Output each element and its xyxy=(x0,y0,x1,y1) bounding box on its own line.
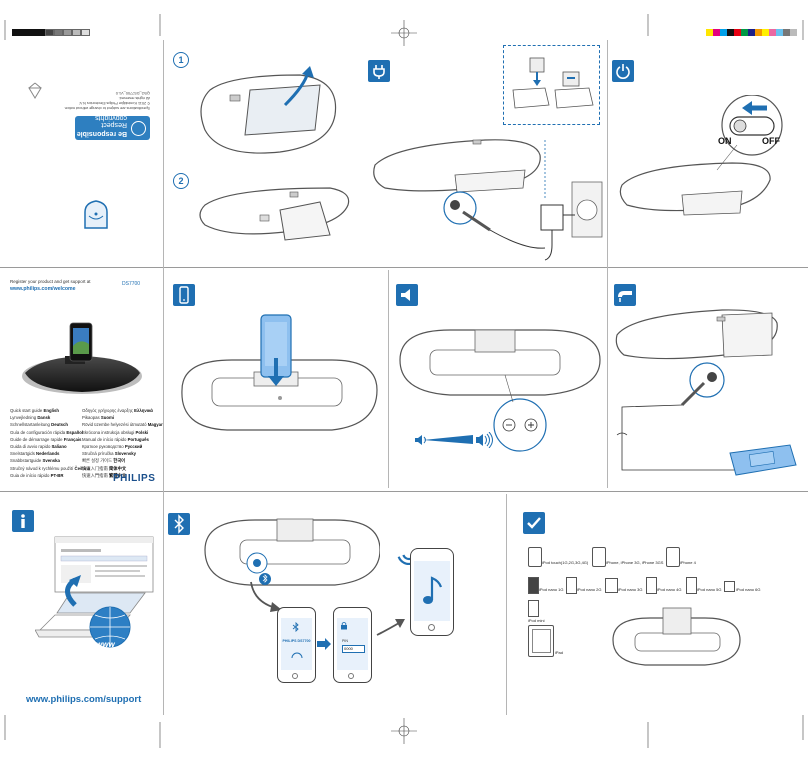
power-plug-icon xyxy=(373,65,385,79)
bluetooth-icon xyxy=(174,514,184,534)
aux-plug-icon xyxy=(618,291,632,302)
fold-line-bottom xyxy=(0,491,808,492)
ipad-icon xyxy=(528,625,554,657)
music-note-icon xyxy=(423,576,443,604)
volume-control-illustration xyxy=(399,329,601,452)
fine-print: Specifications are subject to change wit… xyxy=(63,91,150,110)
ipod-mini-icon xyxy=(528,600,539,617)
ipod-nano-2g-icon xyxy=(566,577,577,594)
ipod-touch-icon xyxy=(528,547,542,567)
ipod-nano-5g-icon xyxy=(686,577,697,594)
power-plug-tab xyxy=(368,60,390,82)
remote-battery-open-illustration xyxy=(200,66,337,154)
home-button xyxy=(348,673,354,679)
pin-label: PIN xyxy=(342,639,348,643)
home-button xyxy=(292,673,298,679)
phone-screen xyxy=(414,561,450,621)
step-1-badge: 1 xyxy=(173,52,189,68)
copyrights-text: Respect copyrights xyxy=(95,114,127,128)
power-off-label: OFF xyxy=(762,136,780,146)
volume-low-icon xyxy=(415,435,426,445)
dock-iphone-illustration xyxy=(181,314,378,431)
model-number: DS7700 xyxy=(122,281,141,287)
phone-screen: PIN 0000 xyxy=(337,618,368,670)
iphone-icon xyxy=(592,547,606,567)
next-arrow-icon xyxy=(317,638,331,650)
dock-phone-tab xyxy=(173,284,195,306)
fold-line-top xyxy=(0,267,808,268)
compatible-speaker-illustration xyxy=(612,607,741,666)
power-on-tab xyxy=(612,60,634,82)
responsible-text: Be responsible xyxy=(76,130,127,137)
support-website-illustration xyxy=(35,536,154,648)
aux-in-tab xyxy=(614,284,636,306)
register-url: www.philips.com/welcome xyxy=(10,286,76,292)
remote-closed-illustration xyxy=(199,187,350,241)
checkmark-icon xyxy=(527,517,541,529)
ipod-nano-3g-icon xyxy=(605,578,618,593)
respect-copyrights-banner: Be responsible Respect copyrights xyxy=(75,114,150,140)
product-photo xyxy=(22,322,142,394)
volume-tab xyxy=(396,284,418,306)
info-icon xyxy=(21,514,25,528)
info-tab xyxy=(12,510,34,532)
language-list-right: Οδηγός γρήγορης έναρξης Ελληνικά Pikaopa… xyxy=(82,408,163,478)
power-on-label: ON xyxy=(718,136,732,146)
device-name-label: PHILIPS DS7700 xyxy=(282,639,311,643)
phone-playing-music xyxy=(410,548,454,636)
volume-high-icon xyxy=(476,432,493,448)
adapter-plug-variants xyxy=(512,57,594,109)
power-icon xyxy=(616,64,630,79)
pin-input: 0000 xyxy=(342,645,365,653)
ipod-nano-6g-icon xyxy=(724,581,735,592)
fold-line-v3 xyxy=(607,40,608,488)
fold-line-v2 xyxy=(388,270,389,488)
support-url: www.philips.com/support xyxy=(26,694,142,705)
copyright-icon xyxy=(131,121,146,136)
step-2-badge: 2 xyxy=(173,173,189,189)
aux-in-connection-illustration xyxy=(615,309,797,476)
phone-icon xyxy=(179,286,189,304)
lock-icon xyxy=(341,622,347,630)
phone-pin-entry: PIN 0000 xyxy=(333,607,372,683)
globe-www-label: www xyxy=(96,640,115,649)
home-button xyxy=(428,624,435,631)
fold-line-v4 xyxy=(506,494,507,715)
bluetooth-speaker-illustration xyxy=(204,518,380,586)
adapter-options-box xyxy=(503,45,600,125)
philips-wordmark: PHILIPS xyxy=(113,473,156,484)
power-switch-illustration xyxy=(619,95,783,216)
fold-line-v1 xyxy=(163,40,164,715)
recycle-icon xyxy=(28,82,42,99)
ipod-nano-1g-icon xyxy=(528,577,539,594)
speaker-power-connection-illustration xyxy=(373,139,603,261)
iphone-4-icon xyxy=(666,547,680,567)
loading-spinner-icon xyxy=(291,652,303,659)
playback-arrow xyxy=(376,619,405,636)
back-cover-panel: Be responsible Respect copyrights Specif… xyxy=(10,45,160,260)
phone-pairing-device-list: PHILIPS DS7700 xyxy=(277,607,316,683)
register-text: Register your product and get support at xyxy=(10,279,91,284)
bluetooth-icon xyxy=(292,622,299,632)
bluetooth-tab xyxy=(168,513,190,535)
compatibility-tab xyxy=(523,512,545,534)
speaker-icon xyxy=(401,289,410,301)
philips-shield-logo xyxy=(84,200,108,229)
language-list-left: Quick start guide English Lynvejledning … xyxy=(10,408,91,478)
phone-screen: PHILIPS DS7700 xyxy=(281,618,312,670)
ipod-nano-4g-icon xyxy=(646,577,657,594)
